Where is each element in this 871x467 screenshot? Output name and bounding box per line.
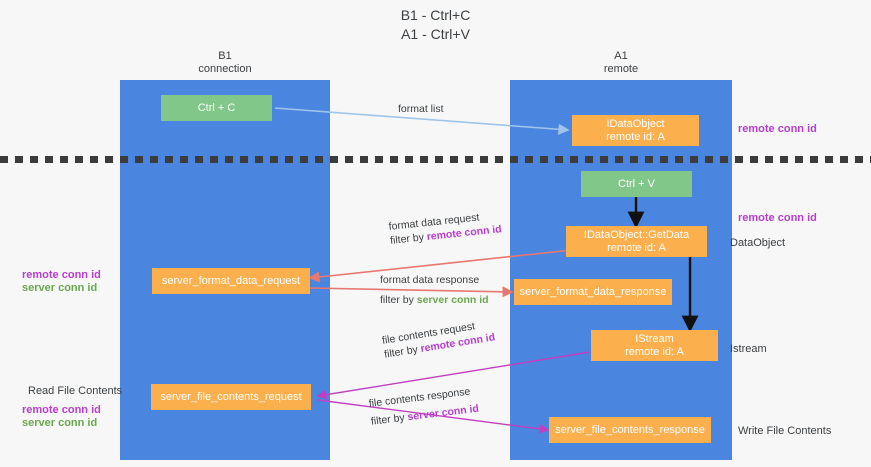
annotation-left-remote-conn-id-mid: remote conn id: [22, 269, 101, 281]
flow-label-format-data-response-filter: filter by server conn id: [380, 293, 489, 307]
filter-prefix: filter by: [380, 294, 417, 306]
box-idataobject-remote-line1: IDataObject: [606, 117, 665, 130]
filter-prefix: filter by: [389, 231, 428, 247]
box-idataobject-getdata-line2: remote id: A: [607, 241, 666, 254]
annotation-left-server-conn-id-bottom: server conn id: [22, 417, 98, 429]
flow-label-file-contents-request: file contents request filter by remote c…: [381, 316, 496, 361]
annotation-write-file-contents: Write File Contents: [738, 425, 832, 437]
box-idataobject-remote-line2: remote id: A: [606, 130, 665, 143]
box-istream[interactable]: IStream remote id: A: [591, 330, 718, 361]
box-ctrl-v-line1: Ctrl + V: [618, 177, 655, 190]
title-line-1: B1 - Ctrl+C: [400, 7, 471, 23]
title-line-2: A1 - Ctrl+V: [401, 26, 470, 42]
annotation-dataobject: DataObject: [730, 237, 786, 249]
annotation-left-server-conn-id-mid: server conn id: [22, 282, 98, 294]
box-server-file-contents-response-line1: server_file_contents_response: [555, 423, 705, 436]
diagram-title: B1 - Ctrl+C A1 - Ctrl+V: [0, 6, 871, 44]
box-idataobject-remote[interactable]: IDataObject remote id: A: [572, 115, 699, 146]
column-header-b1-name: B1: [218, 50, 232, 62]
flow-label-format-list-text: format list: [398, 103, 444, 115]
box-ctrl-c-line1: Ctrl + C: [197, 101, 236, 114]
box-server-format-data-request[interactable]: server_format_data_request: [152, 268, 310, 294]
flow-label-format-data-response-line1: format data response: [380, 274, 480, 286]
box-idataobject-getdata[interactable]: IDataObject::GetData remote id: A: [566, 226, 707, 257]
box-istream-line1: IStream: [635, 332, 674, 345]
box-ctrl-v[interactable]: Ctrl + V: [581, 171, 692, 197]
box-server-format-data-response-line1: server_format_data_response: [519, 285, 667, 298]
section-divider: [0, 156, 871, 163]
box-server-file-contents-request[interactable]: server_file_contents_request: [151, 384, 311, 410]
flow-label-format-list: format list: [398, 102, 444, 116]
annotation-read-file-contents: Read File Contents: [28, 385, 123, 397]
box-idataobject-getdata-line1: IDataObject::GetData: [583, 228, 690, 241]
flow-label-file-contents-response: file contents response filter by server …: [368, 384, 480, 429]
flow-label-format-data-request: format data request filter by remote con…: [388, 208, 502, 248]
box-server-format-data-request-line1: server_format_data_request: [161, 274, 301, 287]
annotation-istream: Istream: [730, 343, 767, 355]
box-server-format-data-response[interactable]: server_format_data_response: [514, 279, 672, 305]
column-header-a1-role: remote: [603, 63, 639, 75]
flow-label-format-data-response: format data response filter by server co…: [380, 273, 489, 307]
box-ctrl-c[interactable]: Ctrl + C: [161, 95, 272, 121]
filter-prefix: filter by: [370, 411, 409, 428]
annotation-remote-conn-id-mid: remote conn id: [738, 212, 817, 224]
column-header-b1-role: connection: [198, 63, 252, 75]
box-server-file-contents-response[interactable]: server_file_contents_response: [549, 417, 711, 443]
annotation-left-remote-conn-id-bottom: remote conn id: [22, 404, 101, 416]
filter-key-server-conn-id: server conn id: [406, 402, 480, 424]
box-istream-line2: remote id: A: [625, 345, 684, 358]
column-header-a1-name: A1: [614, 50, 628, 62]
filter-key-server-conn-id: server conn id: [416, 294, 489, 306]
annotation-remote-conn-id-top: remote conn id: [738, 123, 817, 135]
box-server-file-contents-request-line1: server_file_contents_request: [160, 390, 302, 403]
